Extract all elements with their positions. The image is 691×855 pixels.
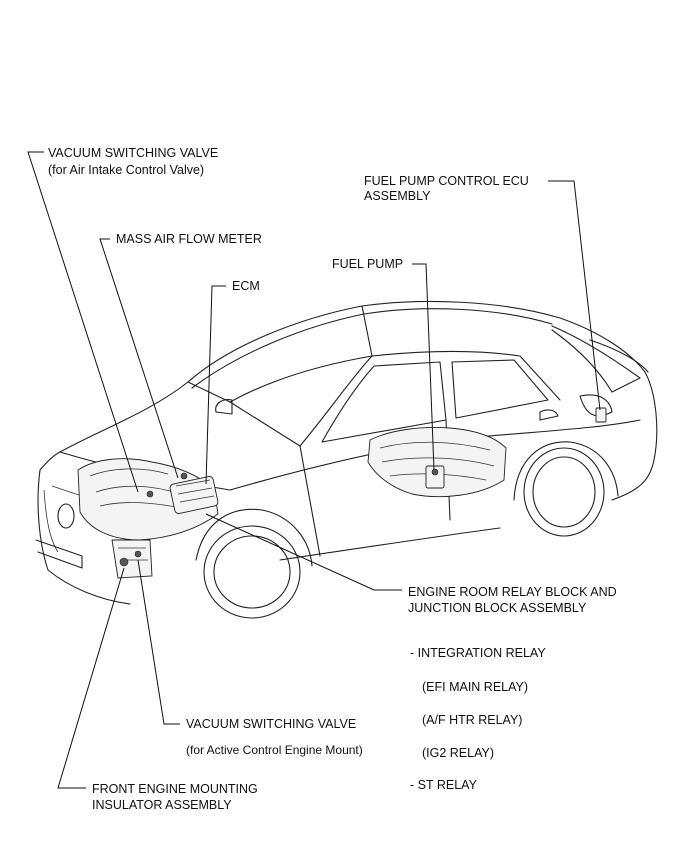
ecm-label: ECM	[232, 279, 260, 293]
mass-air-flow-meter-label: MASS AIR FLOW METER	[116, 232, 262, 246]
fuel-pump-ecu-label: FUEL PUMP CONTROL ECU	[364, 174, 529, 188]
relay-block-label: ENGINE ROOM RELAY BLOCK AND	[408, 585, 617, 599]
st-relay-item: - ST RELAY	[410, 778, 477, 792]
vehicle-illustration	[35, 301, 658, 619]
front-engine-mount-sublabel: INSULATOR ASSEMBLY	[92, 798, 232, 812]
leader-lines	[27, 151, 601, 789]
vsv-air-intake-sublabel: (for Air Intake Control Valve)	[48, 163, 205, 177]
fuel-pump-ecu-sublabel: ASSEMBLY	[364, 189, 431, 203]
fuel-pump-ecu-part	[595, 407, 607, 423]
front-engine-mount-label: FRONT ENGINE MOUNTING	[92, 782, 258, 796]
engine-assembly	[77, 458, 219, 579]
efi-main-relay-item: (EFI MAIN RELAY)	[422, 680, 529, 694]
relay-block-sublabel: JUNCTION BLOCK ASSEMBLY	[408, 601, 587, 615]
fuel-tank-assembly	[367, 427, 507, 498]
vsv-air-intake-label: VACUUM SWITCHING VALVE	[48, 146, 219, 160]
integration-relay-item: - INTEGRATION RELAY	[410, 646, 546, 660]
vsv-engine-mount-label: VACUUM SWITCHING VALVE	[186, 717, 357, 731]
ig2-relay-item: (IG2 RELAY)	[422, 746, 495, 760]
fuel-pump-label: FUEL PUMP	[332, 257, 404, 271]
vsv-engine-mount-sublabel: (for Active Control Engine Mount)	[186, 743, 363, 757]
af-htr-relay-item: (A/F HTR RELAY)	[422, 713, 523, 727]
